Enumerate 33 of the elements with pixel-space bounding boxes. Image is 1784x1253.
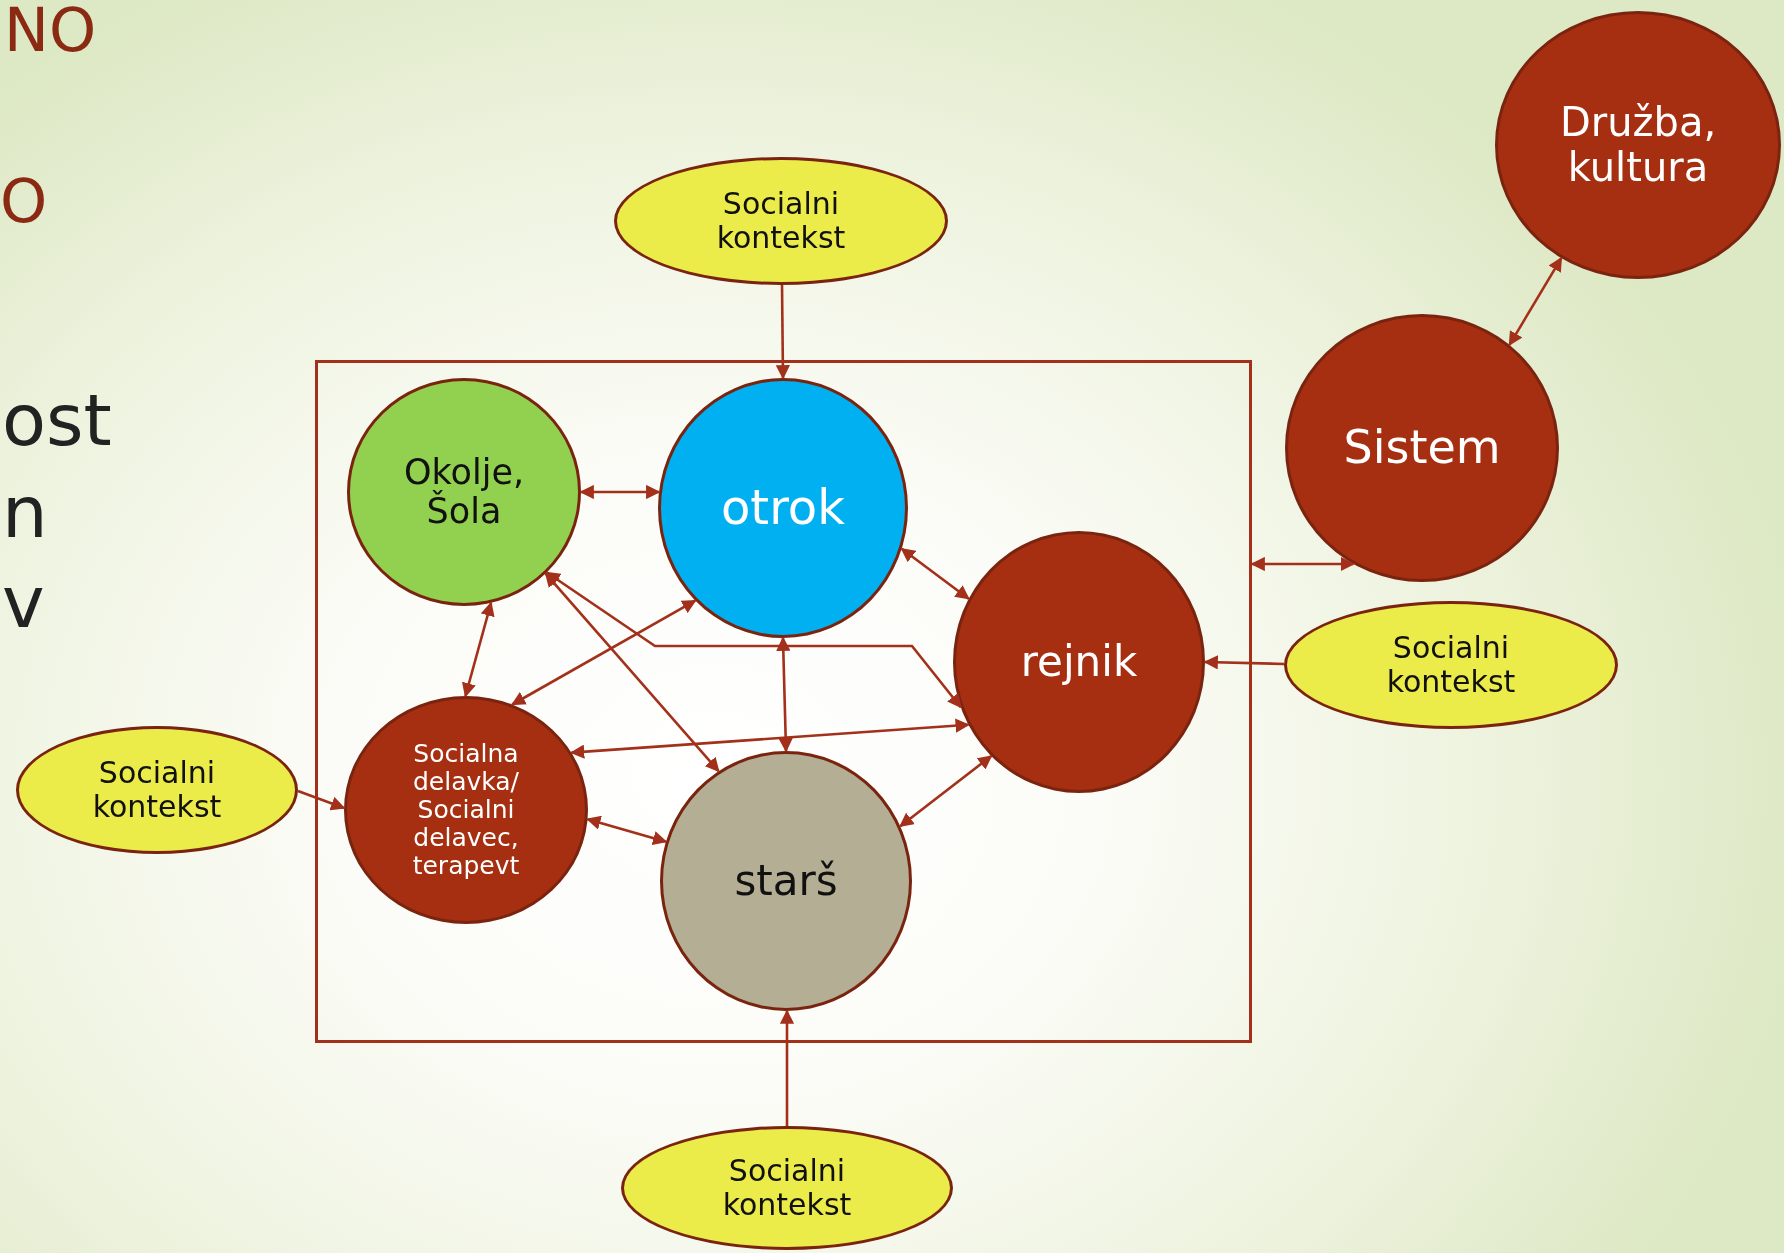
- node-label: starš: [733, 857, 839, 905]
- node-label: rejnik: [1019, 638, 1139, 686]
- arrow: [586, 815, 668, 845]
- arrow: [1508, 256, 1563, 347]
- text-fragment: NO: [4, 0, 97, 60]
- node-label: Okolje, Šola: [402, 452, 526, 532]
- text-fragment: O: [0, 171, 48, 231]
- node-label: Sistem: [1342, 422, 1502, 474]
- arrow: [779, 1009, 795, 1126]
- arrow: [1250, 556, 1355, 572]
- node-label: Socialni kontekst: [715, 187, 847, 255]
- arrow: [579, 484, 661, 500]
- arrow: [775, 285, 790, 380]
- arrow: [544, 572, 720, 773]
- text-fragment: ost: [2, 384, 112, 456]
- arrow: [1203, 655, 1285, 670]
- node-label: Socialni kontekst: [1385, 631, 1517, 699]
- node-label: otrok: [720, 481, 846, 535]
- arrow: [545, 571, 962, 709]
- frame-box: [315, 360, 1252, 1043]
- node-label: Družba, kultura: [1558, 100, 1718, 190]
- arrow: [899, 755, 993, 828]
- arrow: [569, 718, 970, 759]
- arrow: [461, 601, 495, 698]
- node-label: Socialni kontekst: [91, 756, 223, 824]
- arrow: [900, 547, 970, 600]
- arrow: [511, 599, 697, 706]
- text-fragment: n: [2, 476, 48, 548]
- node-label: Socialna delavka/ Socialni delavec, terapevt: [411, 740, 521, 880]
- text-fragment: v: [2, 566, 45, 638]
- arrow: [297, 789, 346, 811]
- node-label: Socialni kontekst: [721, 1154, 853, 1222]
- arrow: [776, 636, 793, 753]
